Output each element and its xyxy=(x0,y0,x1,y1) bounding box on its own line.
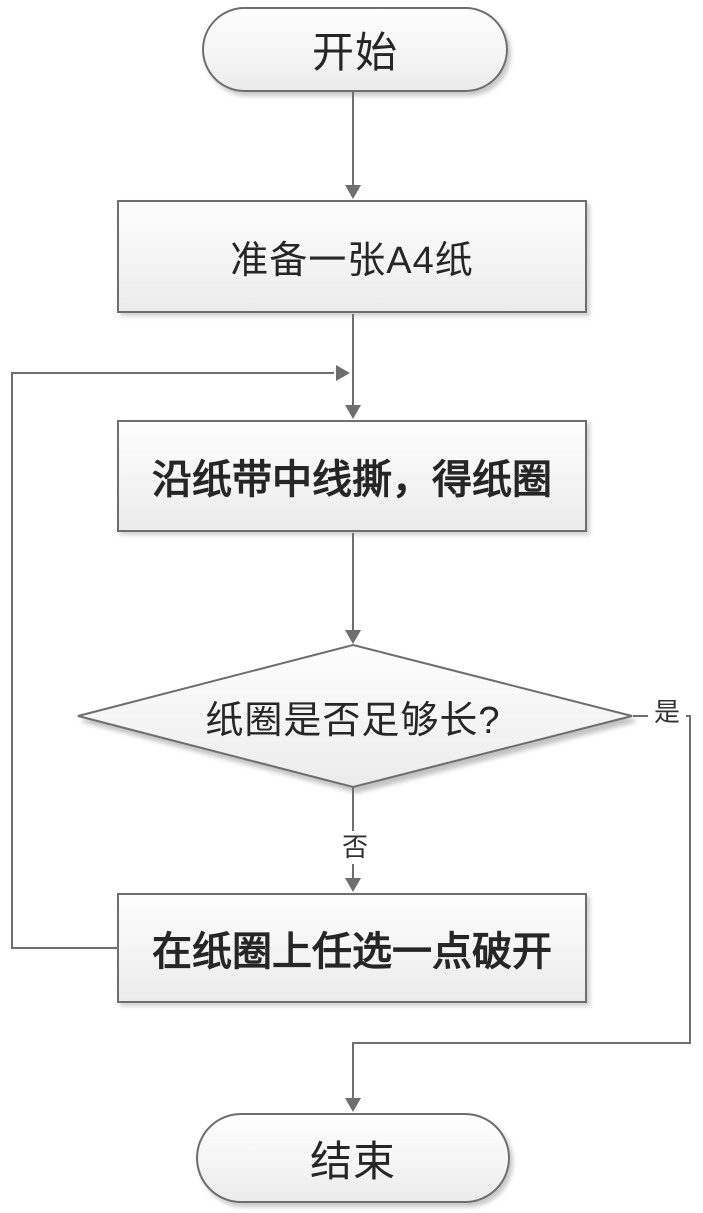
end-terminator: 结束 xyxy=(196,1113,510,1203)
arrowhead-into-end xyxy=(345,1098,361,1112)
arrowhead-loopback xyxy=(336,365,350,381)
process-break-point: 在纸圈上任选一点破开 xyxy=(117,893,587,1003)
decision-label: 纸圈是否足够长? xyxy=(205,699,501,742)
arrowhead-into-decision xyxy=(345,630,361,644)
arrowhead-into-prepare xyxy=(345,185,361,199)
process-prepare-a4: 准备一张A4纸 xyxy=(117,200,587,313)
edge-label-yes: 是 xyxy=(648,696,686,730)
end-label: 结束 xyxy=(309,1137,396,1185)
process-tear-strip: 沿纸带中线撕，得纸圈 xyxy=(117,420,587,532)
prepare-label: 准备一张A4纸 xyxy=(230,240,474,282)
break-label: 在纸圈上任选一点破开 xyxy=(152,930,552,974)
arrowhead-into-tear xyxy=(345,405,361,419)
start-label: 开始 xyxy=(311,29,398,76)
edge-loopback-break-to-tear xyxy=(11,372,334,949)
start-terminator: 开始 xyxy=(202,7,508,92)
decision-loop-long-enough: 纸圈是否足够长? xyxy=(120,688,586,744)
arrowhead-into-break xyxy=(345,878,361,892)
edge-label-no: 否 xyxy=(336,831,374,865)
tear-label: 沿纸带中线撕，得纸圈 xyxy=(152,458,552,502)
decision-diamond-shape xyxy=(77,643,633,789)
